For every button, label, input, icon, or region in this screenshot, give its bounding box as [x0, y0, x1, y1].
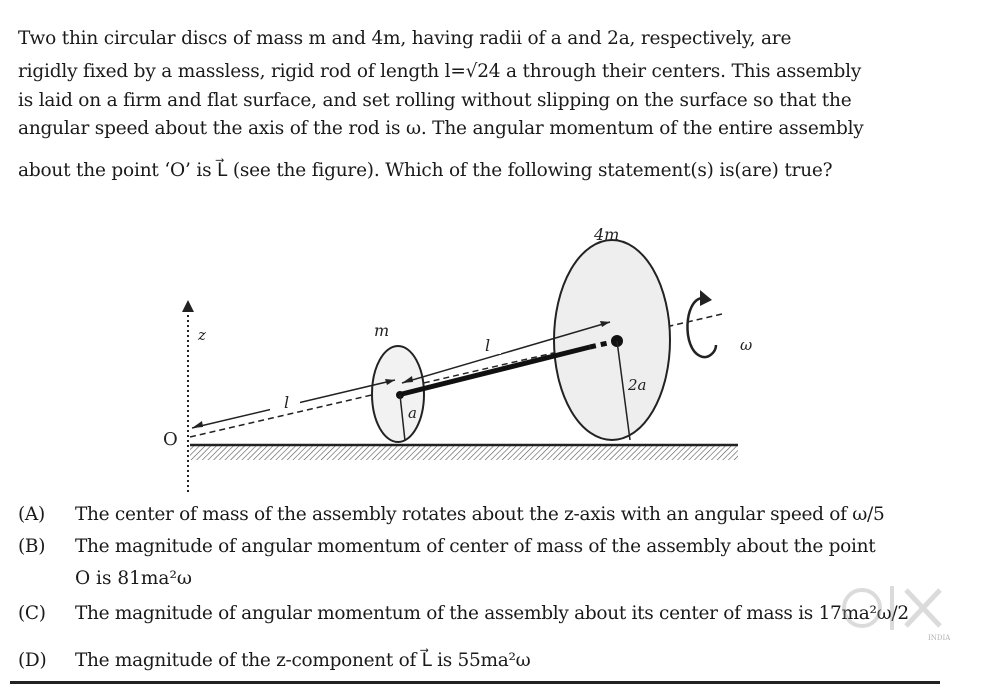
option-text: The magnitude of the z-component of L⃗ i…: [75, 650, 531, 671]
rotation-arrow-icon: [686, 296, 718, 359]
label-l-1: l: [284, 393, 289, 412]
radius-2a: [616, 340, 631, 441]
option-a[interactable]: (A) The center of mass of the assembly ro…: [18, 504, 885, 525]
option-label: (C): [18, 603, 46, 624]
label-l-2: l: [485, 336, 490, 355]
olx-watermark-logo: INDIA: [842, 586, 951, 642]
radius-a: [399, 394, 406, 442]
label-2a: 2a: [627, 376, 647, 394]
watermark-sub: INDIA: [928, 634, 951, 642]
option-text: The magnitude of angular momentum of the…: [75, 603, 909, 624]
option-text: The center of mass of the assembly rotat…: [75, 504, 885, 525]
question-line: angular speed about the axis of the rod …: [18, 118, 864, 139]
option-text: The magnitude of angular momentum of cen…: [75, 536, 876, 557]
length-arrow-2: [401, 321, 611, 384]
option-d[interactable]: (D) The magnitude of the z-component of L…: [18, 650, 531, 671]
origin-label: O: [163, 429, 178, 450]
label-4m: 4m: [593, 225, 619, 244]
label-omega: ω: [740, 336, 752, 354]
option-label: (A): [18, 504, 45, 525]
question-line: rigidly fixed by a massless, rigid rod o…: [18, 61, 862, 82]
rod: [397, 344, 591, 398]
option-c[interactable]: (C) The magnitude of angular momentum of …: [18, 603, 909, 624]
question-line: Two thin circular discs of mass m and 4m…: [18, 28, 792, 49]
option-b-continued: O is 81ma²ω: [75, 568, 192, 589]
z-label: z: [197, 326, 206, 344]
ground-surface: [190, 445, 738, 460]
rolling-discs-figure: z O a 2a l l m 4m ω: [163, 225, 752, 495]
bottom-rule: [10, 681, 940, 684]
label-m: m: [374, 321, 389, 340]
question-line: is laid on a firm and flat surface, and …: [18, 90, 852, 111]
option-label: (D): [18, 650, 47, 671]
option-b[interactable]: (B) The magnitude of angular momentum of …: [18, 536, 876, 557]
z-axis-arrowhead: [182, 300, 194, 312]
label-a: a: [408, 404, 417, 422]
option-label: (B): [18, 536, 46, 557]
question-line: about the point ‘O’ is L⃗ (see the figur…: [18, 160, 833, 181]
